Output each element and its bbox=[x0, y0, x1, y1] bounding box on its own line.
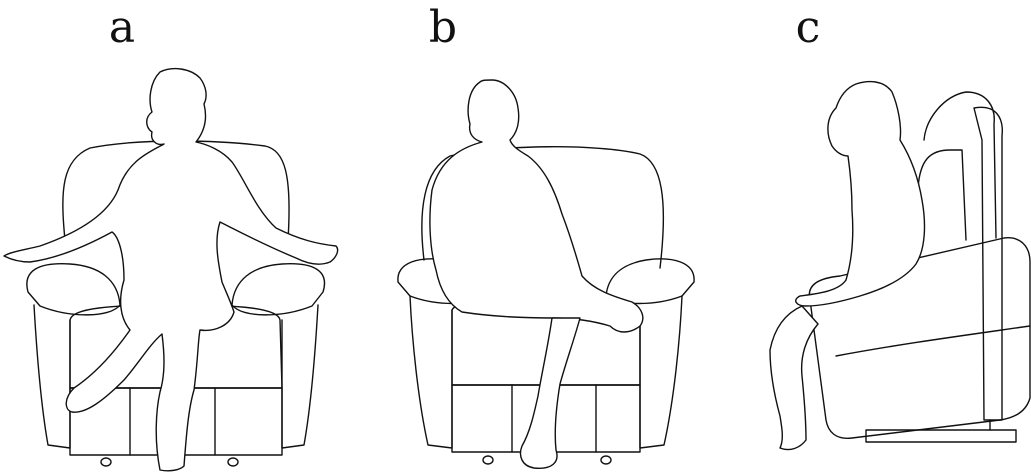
panel-a-illustration bbox=[3, 67, 339, 472]
panel-label-c: c bbox=[795, 2, 821, 53]
chair-left-arm-side bbox=[409, 295, 453, 449]
chair-backrest bbox=[421, 146, 665, 269]
person-rising-outline bbox=[795, 80, 926, 307]
man-body-outline bbox=[429, 79, 644, 333]
chair-caster-left bbox=[482, 455, 494, 465]
chair-front-base bbox=[69, 387, 283, 456]
chair-front-base bbox=[451, 384, 641, 453]
chair-base-plate bbox=[865, 429, 1017, 443]
lift-recliner-side bbox=[808, 91, 1031, 443]
chair-right-arm-side bbox=[639, 295, 683, 449]
chair-left-arm-roll bbox=[26, 263, 121, 316]
panel-c-illustration bbox=[769, 80, 1031, 451]
panel-label-b: b bbox=[428, 2, 458, 53]
chair-caster-right bbox=[600, 455, 612, 465]
chair-right-arm-side bbox=[281, 304, 319, 449]
recliner-chair-front-a bbox=[26, 140, 326, 467]
panel-b-illustration bbox=[397, 79, 695, 469]
chair-caster-right bbox=[227, 457, 239, 467]
chair-backrest-side bbox=[923, 91, 997, 239]
man-lower-leg-outline bbox=[519, 317, 581, 469]
chair-side-frame bbox=[917, 149, 967, 241]
chair-caster-left bbox=[100, 457, 112, 467]
chair-right-arm-roll bbox=[605, 258, 695, 305]
person-rising-leg bbox=[769, 305, 819, 451]
panel-label-a: a bbox=[108, 2, 136, 53]
chair-seat-seam bbox=[835, 325, 1031, 357]
woman-body-outline bbox=[3, 67, 339, 472]
person-rising-silhouette bbox=[769, 80, 926, 451]
woman-silhouette bbox=[3, 67, 339, 472]
chair-left-arm-side bbox=[33, 304, 71, 449]
man-silhouette bbox=[429, 79, 644, 469]
chair-back-cushion bbox=[973, 106, 1003, 421]
chair-lifted-seat bbox=[808, 237, 1031, 439]
